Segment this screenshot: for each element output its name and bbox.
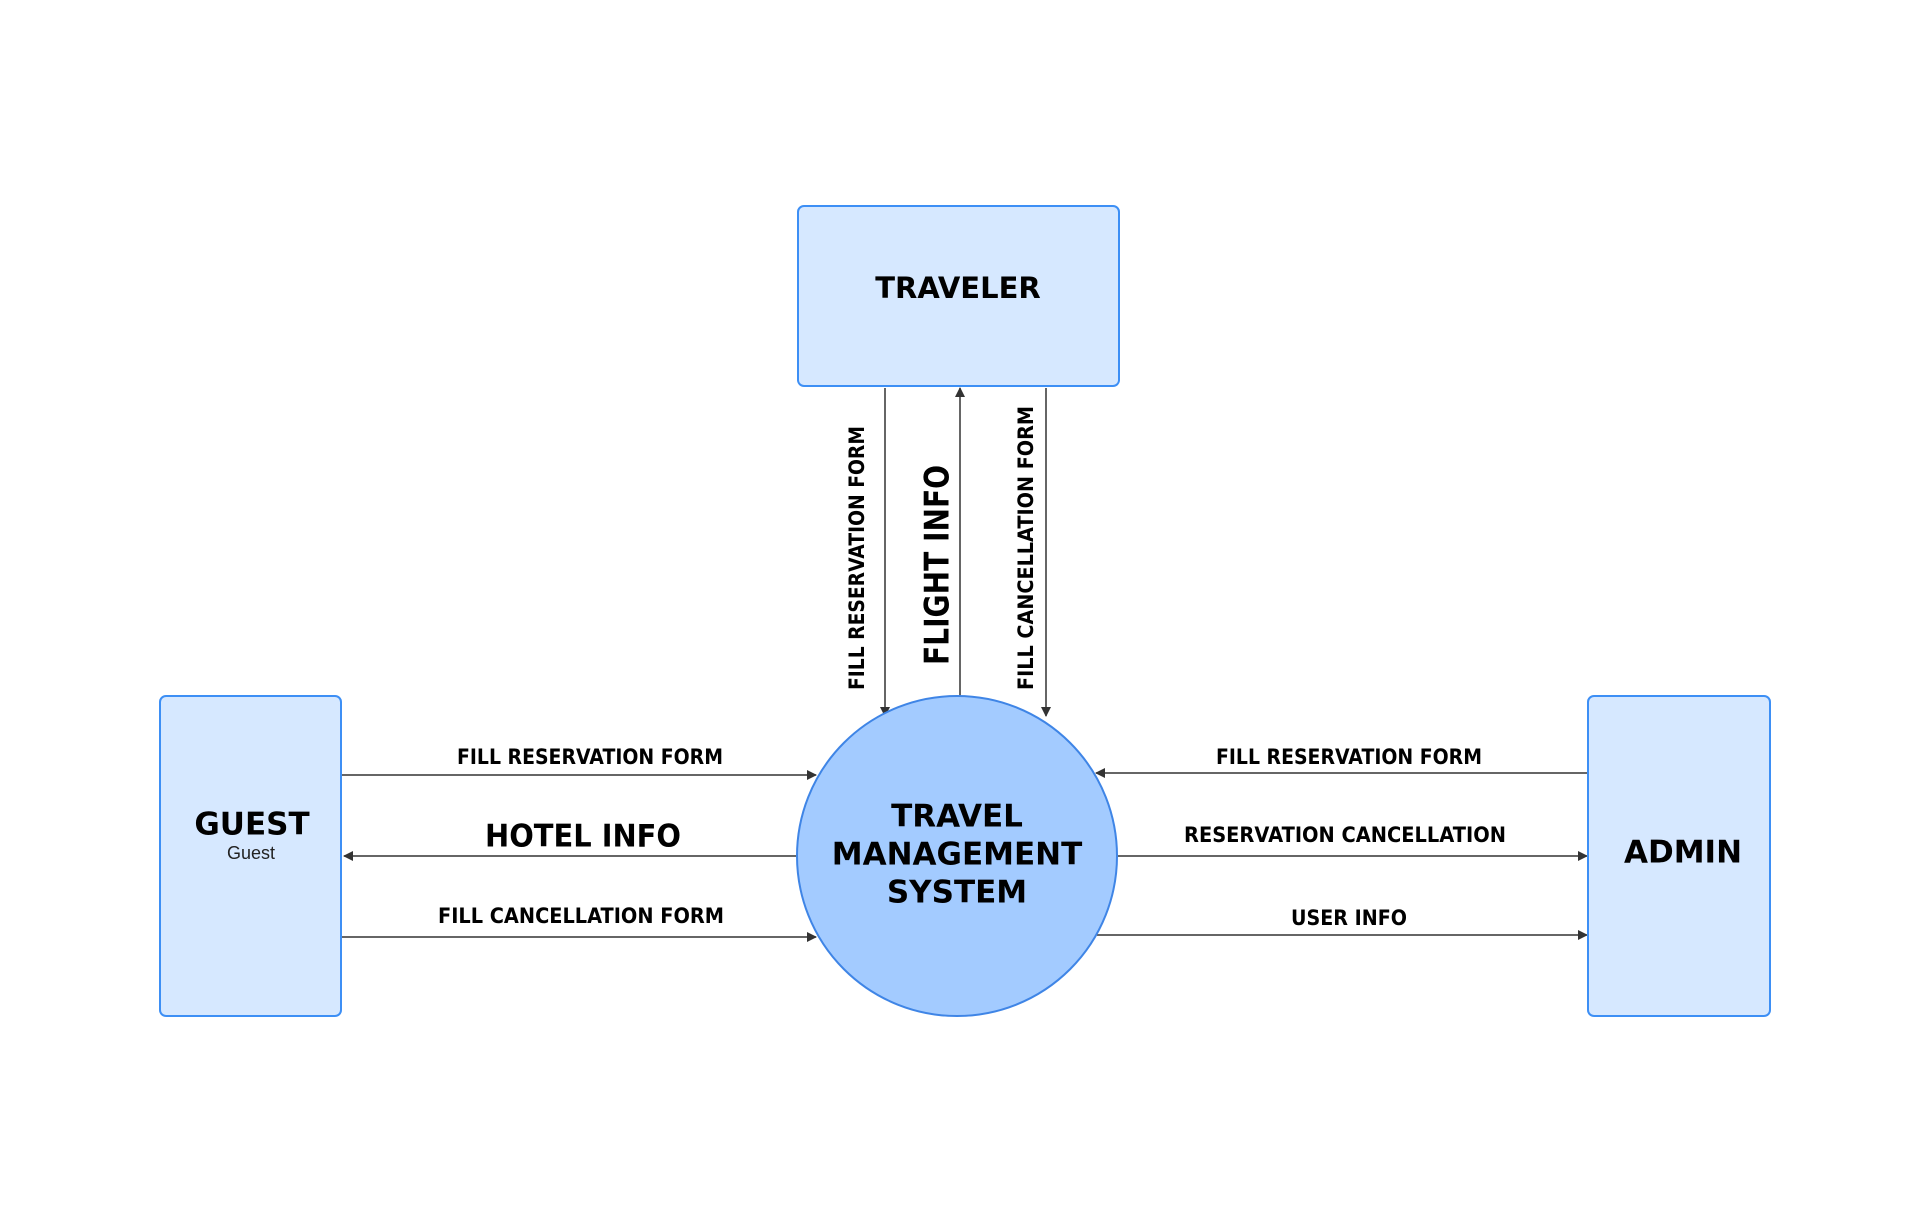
entity-admin-label: ADMIN [1624, 835, 1742, 871]
entity-traveler[interactable]: TRAVELER [797, 205, 1120, 387]
flow-label-guest-reservation: FILL RESERVATION FORM [457, 745, 723, 769]
entity-admin[interactable]: ADMIN [1587, 695, 1771, 1017]
entity-guest-label: GUEST [194, 807, 309, 843]
entity-guest[interactable]: GUEST Guest [159, 695, 342, 1017]
flow-label-traveler-reservation: FILL RESERVATION FORM [845, 426, 869, 690]
process-label-line3: SYSTEM [887, 875, 1027, 911]
flow-label-admin-reservation: FILL RESERVATION FORM [1216, 745, 1482, 769]
flow-label-guest-cancellation: FILL CANCELLATION FORM [438, 904, 724, 928]
process-label-line1: TRAVEL [891, 799, 1023, 835]
flow-label-traveler-cancellation: FILL CANCELLATION FORM [1014, 406, 1038, 690]
entity-guest-sublabel: Guest [227, 843, 275, 863]
flow-label-guest-hotel-info: HOTEL INFO [485, 819, 681, 855]
entity-traveler-label: TRAVELER [875, 271, 1040, 305]
flow-label-admin-user-info: USER INFO [1291, 906, 1407, 930]
process-label-line2: MANAGEMENT [832, 837, 1083, 873]
process-travel-management-system[interactable]: TRAVEL MANAGEMENT SYSTEM [796, 695, 1118, 1017]
flow-label-traveler-flight-info: FLIGHT INFO [918, 465, 958, 665]
flow-label-admin-reservation-cancellation: RESERVATION CANCELLATION [1184, 823, 1506, 847]
